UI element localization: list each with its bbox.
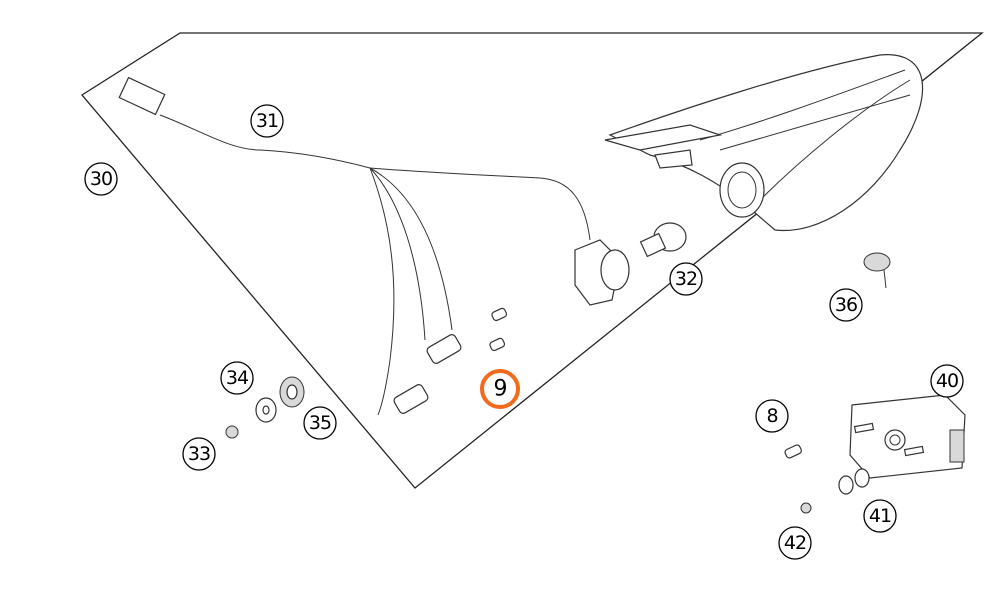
callout-30: 30 bbox=[84, 162, 118, 196]
svg-text:42: 42 bbox=[784, 532, 806, 554]
svg-text:34: 34 bbox=[226, 367, 249, 389]
license-light-part bbox=[849, 394, 966, 479]
fastener-parts bbox=[225, 376, 305, 439]
callout-40: 40 bbox=[930, 364, 964, 398]
small-parts-right bbox=[784, 444, 870, 514]
wiring-harness-part bbox=[118, 76, 630, 416]
rear-fender-part bbox=[81, 32, 984, 489]
svg-text:36: 36 bbox=[835, 294, 857, 316]
callout-36: 36 bbox=[829, 288, 863, 322]
svg-text:9: 9 bbox=[494, 377, 507, 402]
callout-32: 32 bbox=[669, 262, 703, 296]
callout-9-highlighted: 9 bbox=[480, 369, 520, 409]
callout-31: 31 bbox=[250, 104, 284, 138]
callout-33: 33 bbox=[182, 437, 216, 471]
svg-text:35: 35 bbox=[309, 412, 331, 434]
callout-8: 8 bbox=[755, 399, 789, 433]
svg-text:41: 41 bbox=[869, 505, 891, 527]
svg-text:30: 30 bbox=[90, 168, 112, 190]
callout-34: 34 bbox=[220, 361, 254, 395]
svg-text:33: 33 bbox=[188, 443, 210, 465]
bulb-part bbox=[639, 222, 687, 258]
knob-part bbox=[863, 252, 891, 289]
svg-text:8: 8 bbox=[766, 405, 777, 427]
svg-text:40: 40 bbox=[936, 370, 958, 392]
small-bulbs-part bbox=[393, 307, 508, 414]
callout-35: 35 bbox=[303, 406, 337, 440]
callout-41: 41 bbox=[863, 499, 897, 533]
svg-text:31: 31 bbox=[256, 110, 278, 132]
svg-text:32: 32 bbox=[675, 268, 697, 290]
callout-42: 42 bbox=[778, 526, 812, 560]
